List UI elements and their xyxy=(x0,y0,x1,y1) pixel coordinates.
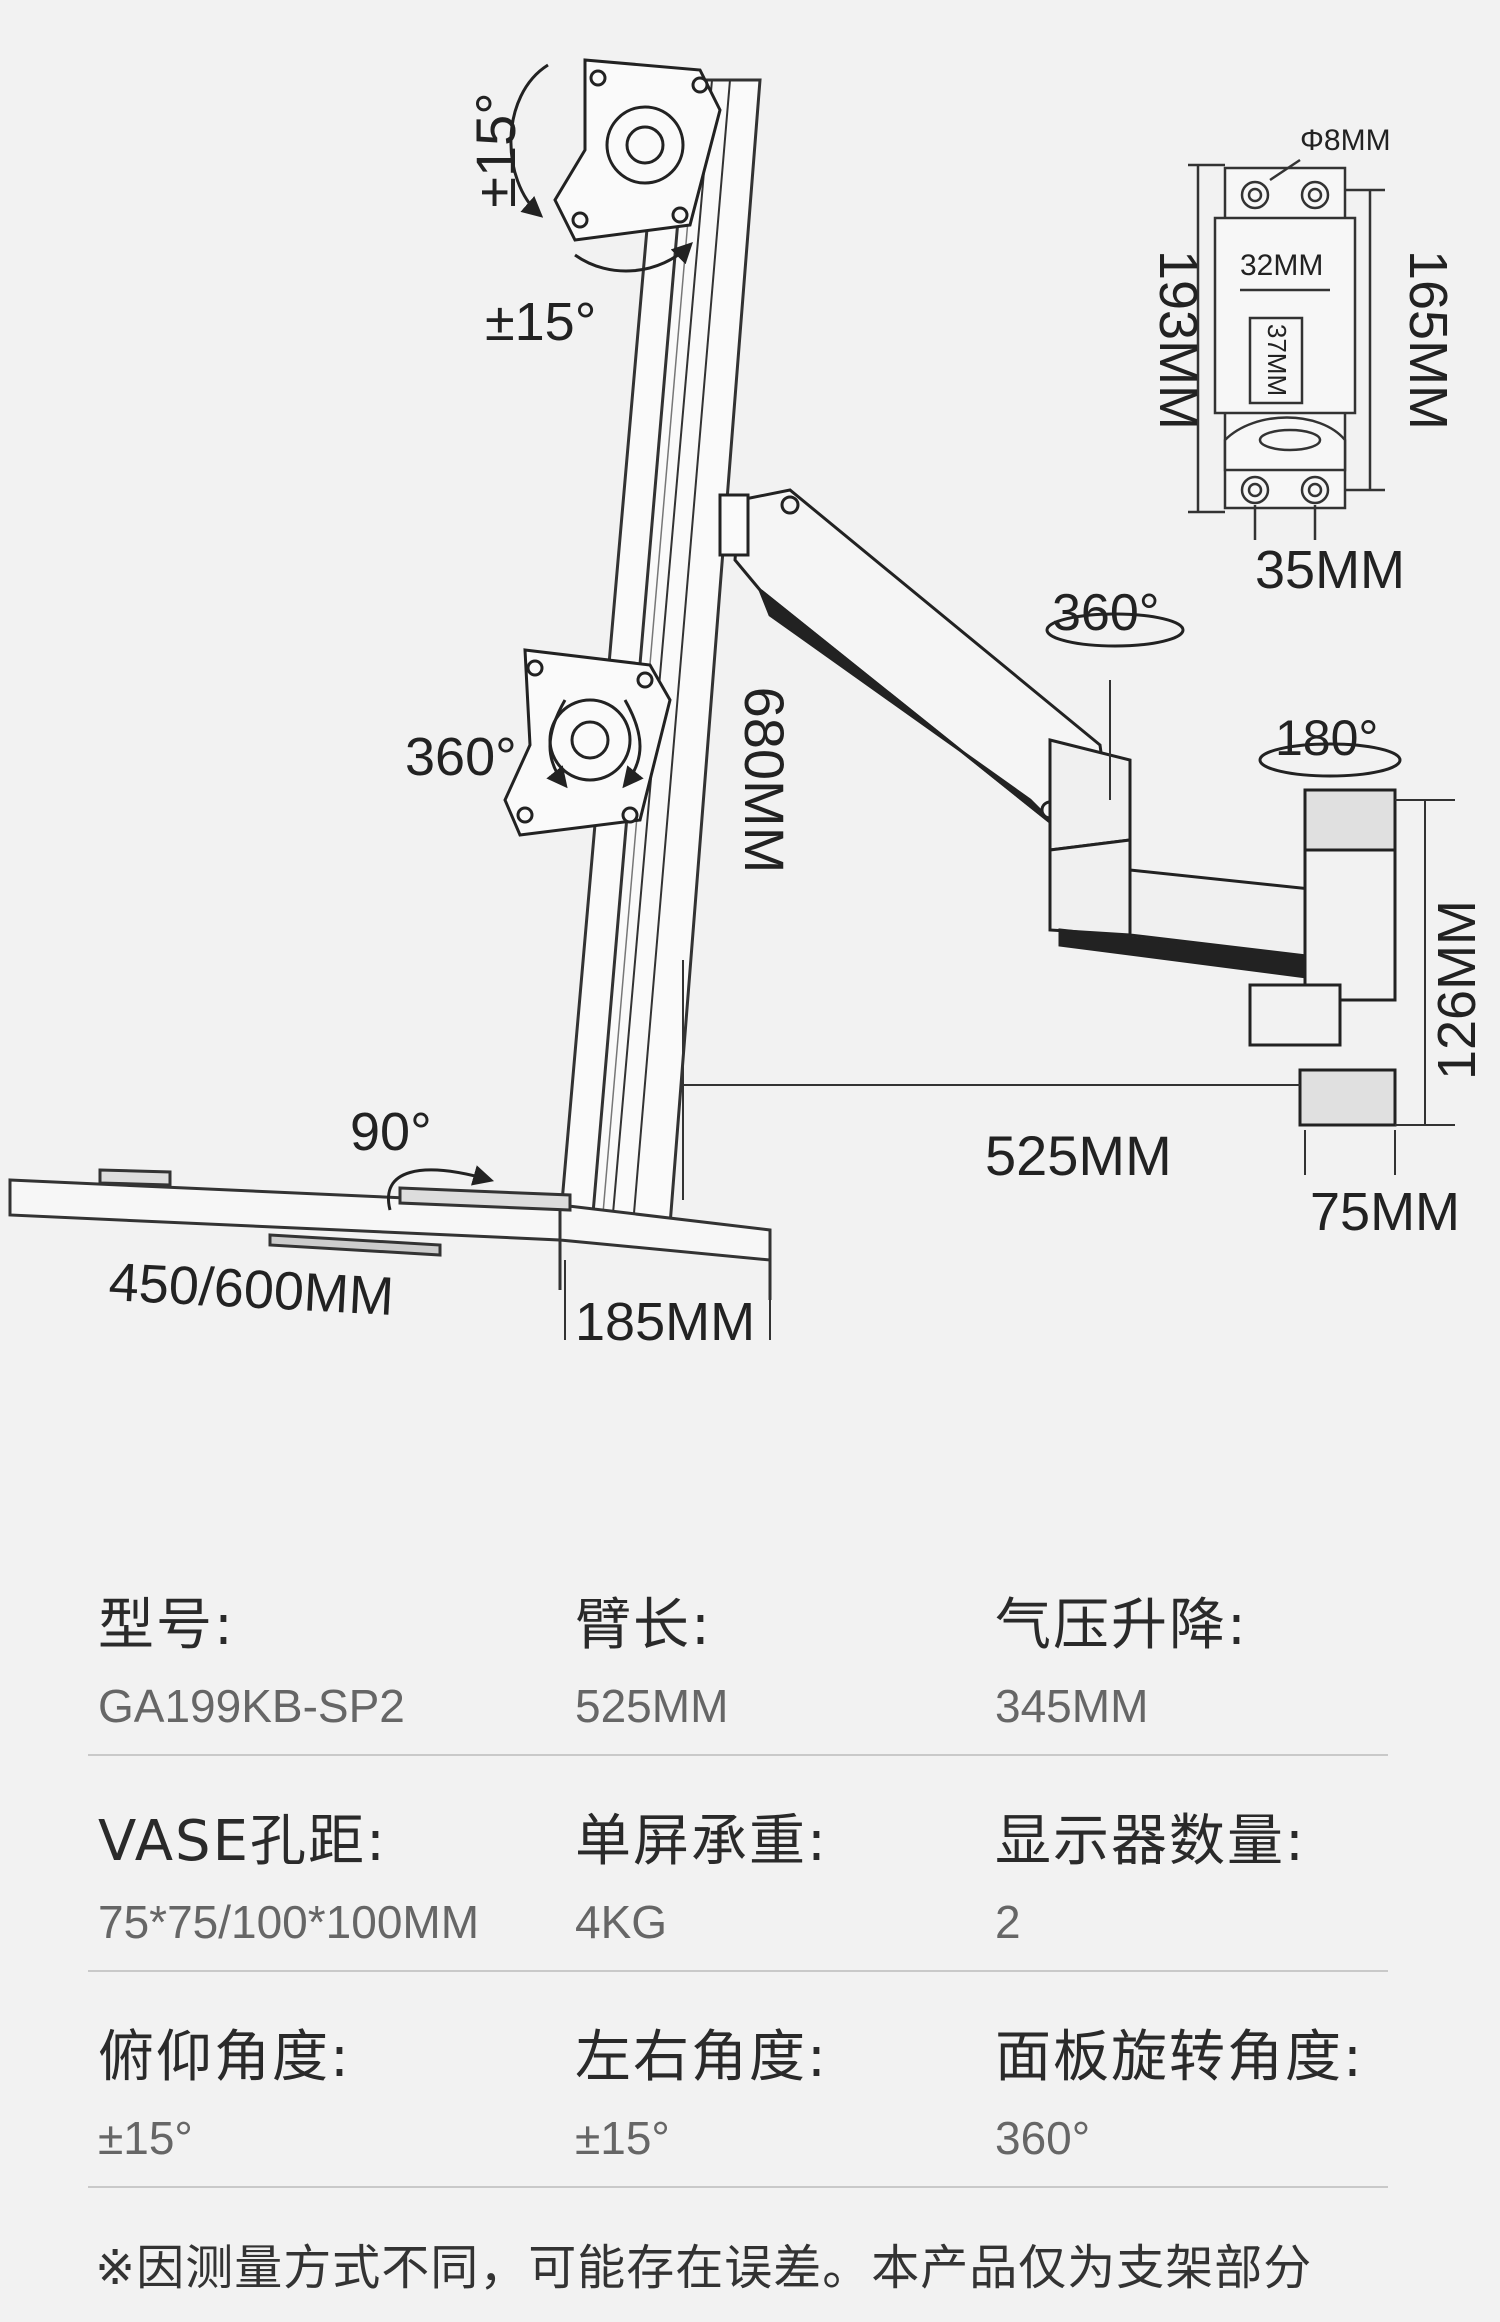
label-arm-length: 525MM xyxy=(985,1124,1172,1187)
spec-label: 单屏承重: xyxy=(575,1809,828,1874)
spec-table: 型号: GA199KB-SP2 臂长: 525MM 气压升降: 345MM VA… xyxy=(88,1540,1388,2188)
lower-vesa-plate xyxy=(503,648,672,837)
spec-label: VASE孔距: xyxy=(98,1809,387,1874)
label-rotate-lower-plate: 360° xyxy=(405,727,517,787)
spec-vesa: VASE孔距: 75*75/100*100MM xyxy=(98,1796,479,1949)
spec-model: 型号: GA199KB-SP2 xyxy=(98,1580,405,1733)
product-diagram: ±15° ±15° 360° 680MM 360° 180° 126MM 525… xyxy=(8,58,1487,1352)
label-base-length: 450/600MM xyxy=(107,1252,395,1327)
spec-value: 345MM xyxy=(995,1680,1149,1732)
spec-value: ±15° xyxy=(575,2112,670,2164)
diagram-labels: ±15° ±15° 360° 680MM 360° 180° 126MM 525… xyxy=(107,92,1487,1352)
label-base-width: 185MM xyxy=(575,1292,755,1352)
label-plate-hole: Φ8MM xyxy=(1300,124,1391,157)
vertical-pole xyxy=(558,78,762,1227)
spec-value: 2 xyxy=(995,1896,1021,1948)
keyboard-tray xyxy=(8,1168,772,1300)
label-swivel-wall: 180° xyxy=(1275,710,1378,766)
label-wall-height: 126MM xyxy=(1427,900,1487,1080)
spec-label: 俯仰角度: xyxy=(98,2025,351,2090)
spec-value: 525MM xyxy=(575,1680,729,1732)
spec-label: 显示器数量: xyxy=(995,1809,1306,1874)
footnote: ※因测量方式不同，可能存在误差。本产品仅为支架部分 xyxy=(95,2240,1313,2296)
label-plate-inner-height: 165MM xyxy=(1398,250,1458,430)
spec-value: 75*75/100*100MM xyxy=(98,1896,480,1948)
spec-value: 4KG xyxy=(575,1896,668,1948)
spec-monitor-count: 显示器数量: 2 xyxy=(995,1796,1306,1949)
spec-label: 左右角度: xyxy=(575,2025,828,2090)
label-plate-hole-spacing: 35MM xyxy=(1255,540,1405,600)
label-plate-slot-height: 37MM xyxy=(1262,324,1292,396)
spec-row: VASE孔距: 75*75/100*100MM 单屏承重: 4KG 显示器数量:… xyxy=(88,1756,1388,1972)
spec-label: 臂长: xyxy=(575,1593,712,1658)
upper-vesa-plate xyxy=(553,58,722,242)
label-swivel-arm: 360° xyxy=(1052,584,1160,642)
spec-row: 俯仰角度: ±15° 左右角度: ±15° 面板旋转角度: 360° xyxy=(88,1972,1388,2188)
arm-elbow xyxy=(1048,738,1343,982)
dimension-lines xyxy=(564,680,1455,1340)
label-pole-height: 680MM xyxy=(733,687,796,874)
spec-swivel: 左右角度: ±15° xyxy=(575,2012,828,2165)
label-plate-slot-width: 32MM xyxy=(1240,249,1323,282)
vesa-plate-inset: Φ8MM 32MM 37MM 193MM 165MM 35MM xyxy=(1148,124,1458,600)
spec-arm-length: 臂长: 525MM xyxy=(575,1580,728,1733)
spec-load: 单屏承重: 4KG xyxy=(575,1796,828,1949)
spec-value: ±15° xyxy=(98,2112,193,2164)
spec-label: 气压升降: xyxy=(995,1593,1248,1658)
label-base-angle: 90° xyxy=(350,1102,432,1162)
spec-rotation: 面板旋转角度: 360° xyxy=(995,2012,1364,2165)
wall-mount xyxy=(1248,788,1397,1127)
spec-tilt: 俯仰角度: ±15° xyxy=(98,2012,351,2165)
rotation-arrows xyxy=(387,63,1402,1211)
spec-label: 型号: xyxy=(98,1593,235,1658)
label-tilt-vertical: ±15° xyxy=(464,92,527,207)
spec-label: 面板旋转角度: xyxy=(995,2025,1364,2090)
spec-gas-lift: 气压升降: 345MM xyxy=(995,1580,1248,1733)
spec-row: 型号: GA199KB-SP2 臂长: 525MM 气压升降: 345MM xyxy=(88,1540,1388,1756)
spec-value: GA199KB-SP2 xyxy=(98,1680,405,1732)
label-wall-depth: 75MM xyxy=(1310,1182,1460,1242)
label-plate-height: 193MM xyxy=(1148,250,1208,430)
spec-value: 360° xyxy=(995,2112,1091,2164)
label-tilt-horizontal: ±15° xyxy=(485,292,596,352)
